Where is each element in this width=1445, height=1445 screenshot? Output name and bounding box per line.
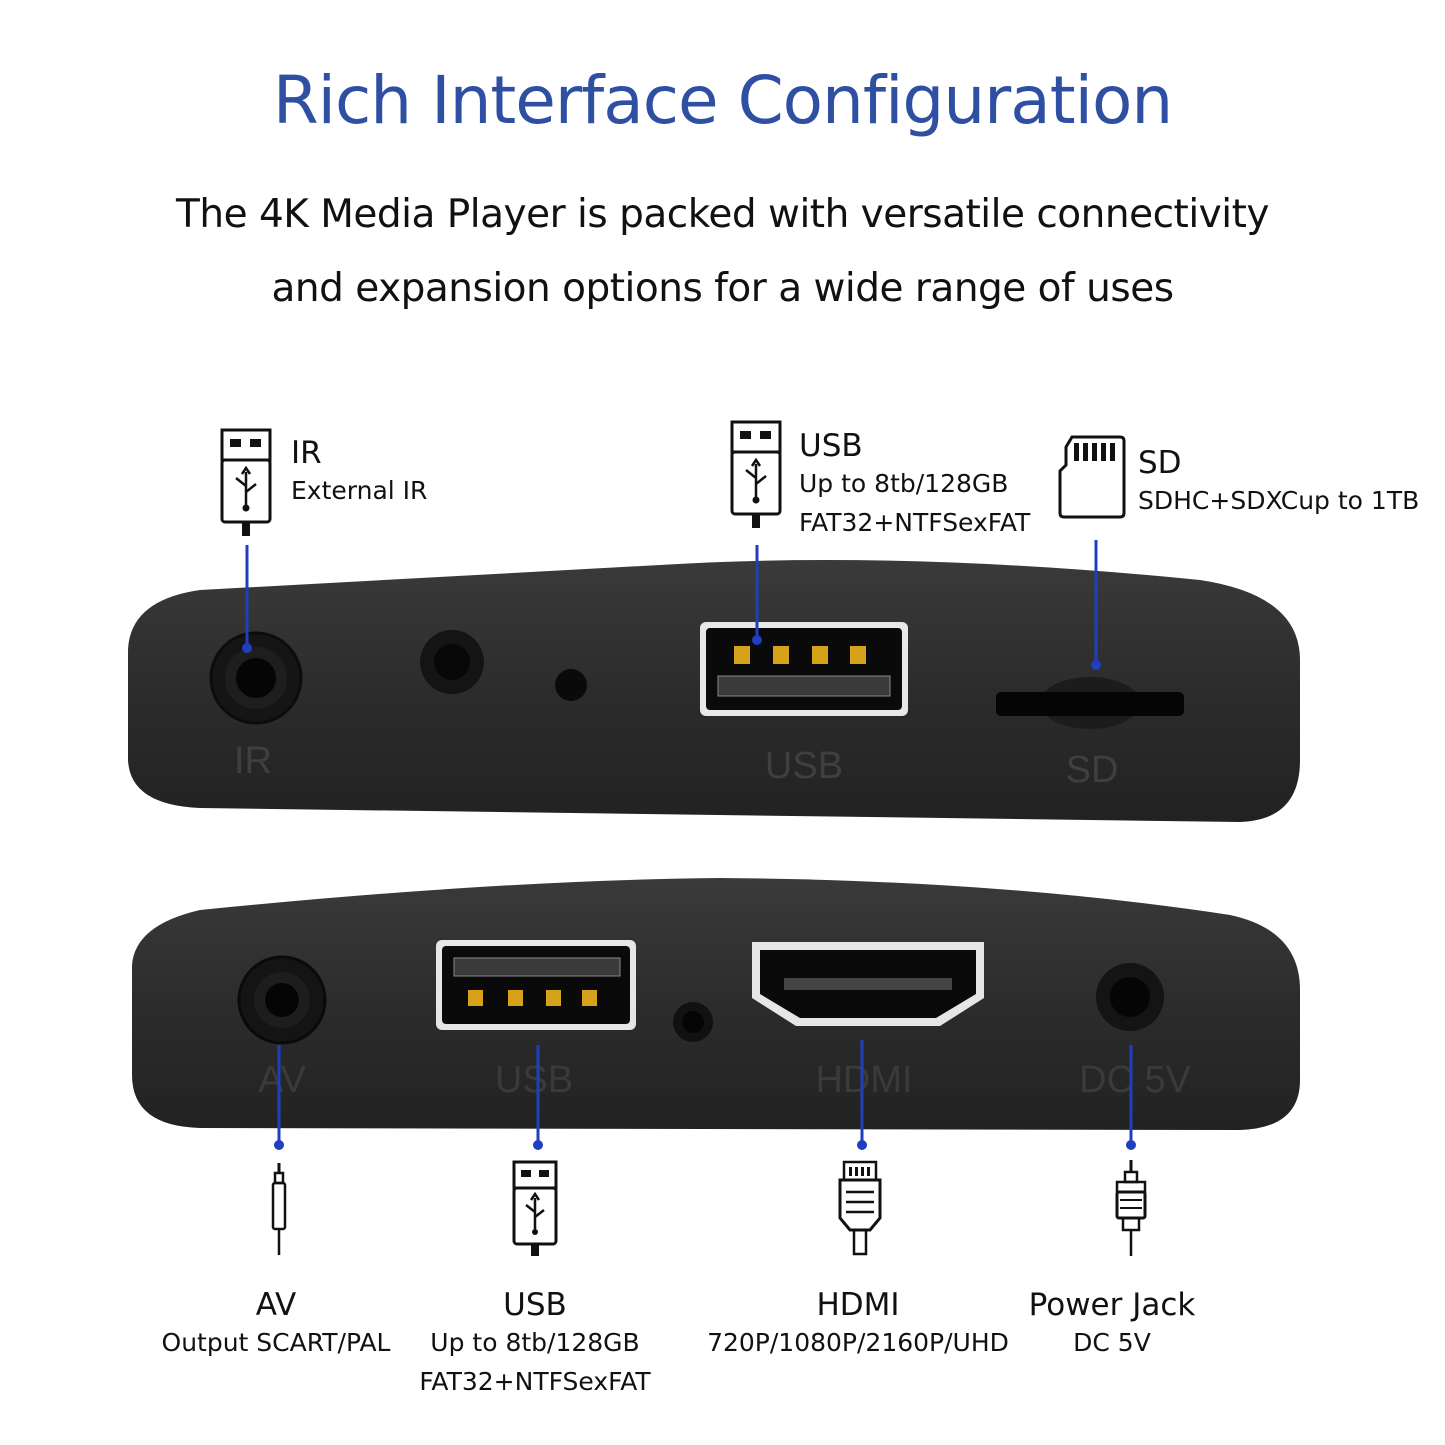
subtitle-line-1: The 4K Media Player is packed with versa… [176,192,1269,237]
label-usb-top-desc-1: Up to 8tb/128GB [799,469,1009,498]
label-av-title: AV [255,1287,297,1323]
bottom-usb-port [436,940,636,1030]
label-usb-bottom-title: USB [503,1287,567,1323]
top-printed-usb: USB [765,745,843,787]
usb-plug-icon [512,1160,558,1256]
top-sd-slot [996,677,1184,729]
bottom-printed-usb: USB [495,1059,573,1101]
label-hdmi-title: HDMI [816,1287,900,1323]
top-printed-sd: SD [1066,749,1119,791]
label-usb-bottom-desc-1: Up to 8tb/128GB [430,1328,640,1357]
top-usb-port [700,622,908,716]
bottom-printed-hdmi: HDMI [815,1059,912,1101]
bottom-device-body [132,878,1300,1130]
bottom-av-port [237,955,327,1045]
label-ir-desc: External IR [291,476,428,505]
page-title: Rich Interface Configuration [272,62,1173,139]
bottom-dc-port [1096,963,1164,1031]
label-usb-top-desc-2: FAT32+NTFSexFAT [799,508,1031,537]
label-sd-desc: SDHC+SDXCup to 1TB [1138,486,1420,515]
sd-card-icon [1058,435,1126,519]
audio-jack-icon [271,1163,287,1255]
label-ir-title: IR [291,435,322,471]
subtitle-line-2: and expansion options for a wide range o… [271,266,1174,311]
label-usb-bottom-desc-2: FAT32+NTFSexFAT [419,1367,651,1396]
label-power-desc: DC 5V [1073,1328,1151,1357]
label-usb-top-title: USB [799,428,863,464]
bottom-printed-dc5v: DC 5V [1079,1059,1192,1101]
label-hdmi-desc: 720P/1080P/2160P/UHD [707,1328,1009,1357]
usb-plug-icon [730,420,782,528]
top-reset-hole [555,669,587,701]
label-power-title: Power Jack [1028,1287,1196,1323]
label-sd-title: SD [1138,445,1182,481]
label-av-desc: Output SCART/PAL [161,1328,391,1357]
dc-power-plug-icon [1115,1160,1147,1256]
hdmi-plug-icon [838,1160,882,1256]
usb-plug-icon [220,428,272,536]
top-printed-ir: IR [234,740,272,782]
top-round-jack [420,630,484,694]
bottom-printed-av: AV [258,1059,307,1101]
top-ir-port [209,631,303,725]
bottom-hdmi-port [752,942,984,1026]
